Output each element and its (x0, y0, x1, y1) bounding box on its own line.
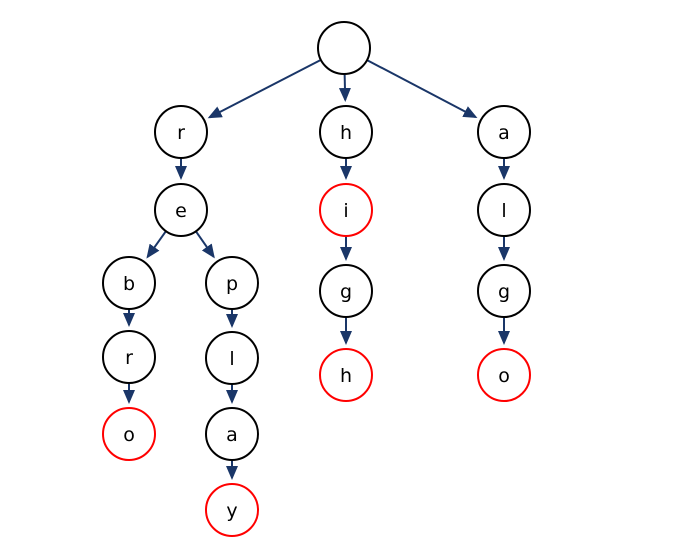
node-label: g (498, 281, 510, 303)
node-label: l (229, 348, 234, 370)
tree-node-terminal[interactable]: o (102, 407, 156, 461)
tree-edge (207, 59, 322, 119)
node-label: r (125, 347, 133, 369)
tree-node[interactable]: r (154, 105, 208, 159)
node-label: g (340, 281, 352, 303)
node-circle (477, 183, 531, 237)
tree-node[interactable]: g (477, 264, 531, 318)
tree-node[interactable]: p (205, 256, 259, 310)
tree-node[interactable] (317, 21, 371, 75)
node-label: b (123, 273, 135, 295)
node-circle (205, 407, 259, 461)
node-label: i (343, 200, 348, 222)
tree-node-terminal[interactable]: i (319, 183, 373, 237)
node-circle (319, 105, 373, 159)
node-circle (319, 264, 373, 318)
tree-node[interactable]: l (477, 183, 531, 237)
node-label: r (177, 122, 185, 144)
node-circle-terminal (102, 407, 156, 461)
node-label: o (498, 365, 510, 387)
tree-node-terminal[interactable]: y (205, 483, 259, 537)
tree-edge (195, 230, 215, 259)
node-label: e (175, 200, 187, 222)
node-circle (477, 105, 531, 159)
node-label: l (501, 200, 506, 222)
edges-layer (123, 59, 510, 480)
tree-node[interactable]: a (205, 407, 259, 461)
node-label: a (226, 424, 238, 446)
tree-node[interactable]: g (319, 264, 373, 318)
node-circle-terminal (477, 348, 531, 402)
node-label: o (123, 424, 135, 446)
tree-node[interactable]: h (319, 105, 373, 159)
node-circle (102, 330, 156, 384)
node-circle (477, 264, 531, 318)
tree-node-terminal[interactable]: o (477, 348, 531, 402)
node-label: y (226, 500, 237, 522)
node-circle (154, 105, 208, 159)
tree-node[interactable]: e (154, 183, 208, 237)
node-circle-terminal (319, 183, 373, 237)
node-circle (317, 21, 371, 75)
nodes-layer: r e b r o p l a y h i g h a l g o (102, 21, 531, 537)
node-circle (205, 256, 259, 310)
tree-edge (338, 73, 351, 103)
node-circle-terminal (205, 483, 259, 537)
node-label: h (340, 122, 352, 144)
node-circle (205, 331, 259, 385)
tree-edge (366, 59, 478, 119)
tree-node[interactable]: a (477, 105, 531, 159)
node-label: p (226, 273, 238, 295)
tree-node[interactable]: l (205, 331, 259, 385)
node-circle (102, 256, 156, 310)
node-label: h (340, 365, 352, 387)
tree-edge (146, 230, 167, 259)
tree-node[interactable]: r (102, 330, 156, 384)
tree-node[interactable]: b (102, 256, 156, 310)
node-circle-terminal (319, 348, 373, 402)
tree-node-terminal[interactable]: h (319, 348, 373, 402)
node-circle (154, 183, 208, 237)
node-label: a (498, 122, 510, 144)
